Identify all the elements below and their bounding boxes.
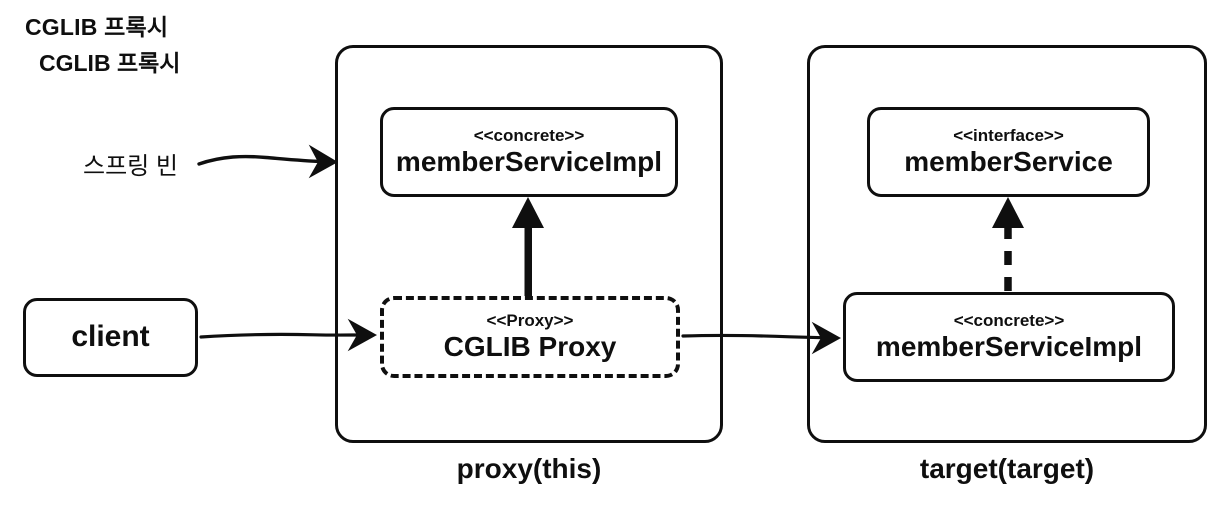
stereotype-label: <<interface>>: [953, 126, 1064, 146]
node-name-label: memberService: [904, 145, 1113, 177]
proxy-container-caption: proxy(this): [456, 453, 602, 484]
client-node: client: [23, 298, 198, 377]
node-name-label: CGLIB Proxy: [443, 330, 617, 362]
diagram-subtitle: CGLIB 프록시: [39, 50, 181, 76]
spring-bean-label: 스프링 빈: [83, 153, 178, 180]
cglib-proxy-node: <<Proxy>> CGLIB Proxy: [380, 296, 680, 378]
node-name-label: memberServiceImpl: [395, 145, 663, 177]
node-name-label: memberServiceImpl: [875, 330, 1143, 362]
memberservice-interface-node: <<interface>> memberService: [867, 107, 1150, 197]
target-memberserviceimpl-node: <<concrete>> memberServiceImpl: [843, 292, 1175, 382]
proxy-memberserviceimpl-node: <<concrete>> memberServiceImpl: [380, 107, 678, 197]
target-container-caption: target(target): [919, 453, 1095, 484]
spring-bean-arrow: [197, 144, 339, 179]
target-container: [807, 45, 1207, 443]
client-node-label: client: [71, 320, 150, 354]
stereotype-label: <<concrete>>: [473, 126, 585, 146]
diagram-title: CGLIB 프록시: [25, 14, 169, 40]
stereotype-label: <<Proxy>>: [486, 311, 574, 331]
stereotype-label: <<concrete>>: [953, 311, 1065, 331]
proxy-container: [335, 45, 723, 443]
